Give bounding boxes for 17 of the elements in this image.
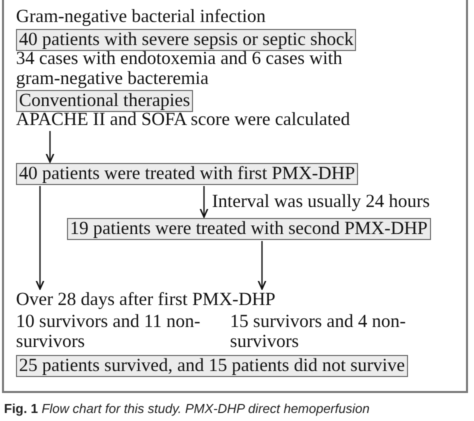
process-box: 19 patients were treated with second PMX-DHP [67,218,431,240]
step-text: APACHE II and SOFA score were calculated [16,110,350,130]
process-box: Conventional therapies [16,90,194,112]
arrow [46,131,54,163]
arrow [200,186,208,218]
edge-label: Interval was usually 24 hours [212,192,430,212]
process-box: 40 patients with severe sepsis or septic shock [16,29,356,51]
step-text: Over 28 days after first PMX-DHP [16,290,276,310]
arrow [36,186,44,290]
process-box: 25 patients survived, and 15 patients did not survive [16,355,408,377]
note-text: 34 cases with endotoxemia and 6 cases with gram-negative bacteremia [16,49,344,89]
process-box: 40 patients were treated with first PMX-DHP [16,163,358,185]
note-text: Gram-negative bacterial infection [16,7,266,27]
arrow [258,241,266,290]
figure-caption: Fig. 1 Flow chart for this study. PMX-DHP direct hemoperfusion [4,401,370,416]
step-text: 10 survivors and 11 non-survivors [16,312,216,352]
step-text: 15 survivors and 4 non-survivors [230,312,430,352]
